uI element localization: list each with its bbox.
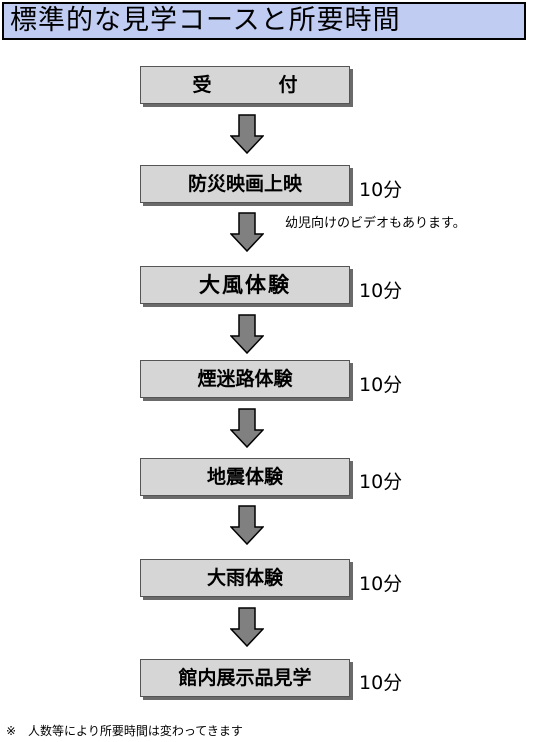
down-arrow-icon bbox=[230, 114, 264, 154]
step-smoke-maze: 煙迷路体験 bbox=[140, 360, 350, 398]
step-wind-experience: 大風体験 bbox=[140, 266, 350, 304]
step-exhibit-tour-time: 10分 bbox=[359, 672, 403, 694]
down-arrow-icon bbox=[230, 408, 264, 448]
down-arrow-icon bbox=[230, 314, 264, 354]
step-heavy-rain-time: 10分 bbox=[359, 573, 403, 595]
step-reception: 受 付 bbox=[140, 66, 350, 104]
step-heavy-rain: 大雨体験 bbox=[140, 559, 350, 597]
step-exhibit-tour: 館内展示品見学 bbox=[140, 659, 350, 697]
step-disaster-film: 防災映画上映 bbox=[140, 165, 350, 203]
down-arrow-icon bbox=[230, 607, 264, 647]
footnote: ※ 人数等により所要時間は変わってきます bbox=[6, 724, 243, 738]
step-smoke-maze-time: 10分 bbox=[359, 374, 403, 396]
step-wind-experience-time: 10分 bbox=[359, 280, 403, 302]
down-arrow-icon bbox=[230, 505, 264, 545]
step-earthquake: 地震体験 bbox=[140, 458, 350, 496]
step-disaster-film-time: 10分 bbox=[359, 179, 403, 201]
page-title: 標準的な見学コースと所要時間 bbox=[2, 2, 526, 40]
step-earthquake-time: 10分 bbox=[359, 471, 403, 493]
step-disaster-film-note: 幼児向けのビデオもあります。 bbox=[285, 216, 466, 231]
down-arrow-icon bbox=[230, 212, 264, 252]
